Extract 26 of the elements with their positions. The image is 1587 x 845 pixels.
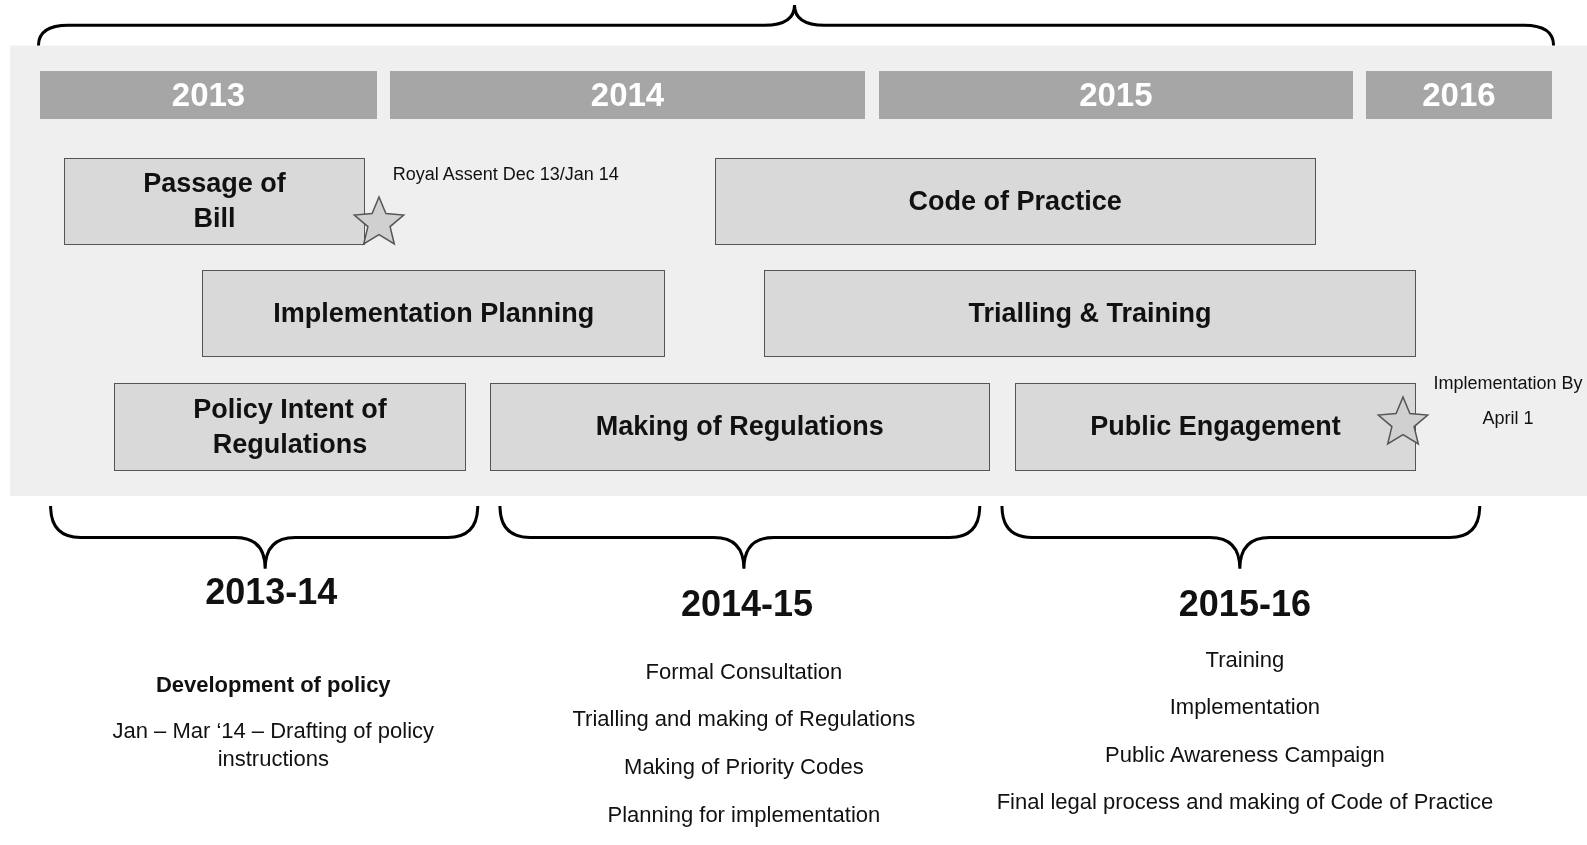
year-bar: 2016 [1366,70,1552,120]
annotation-text: Implementation By April 1 [1432,372,1584,430]
activity-text: Training [1204,645,1286,674]
task-bar: Making of Regulations [489,382,990,471]
activity-text: Development of policy [154,671,392,699]
period-heading: 2013-14 [204,569,339,614]
year-bar: 2015 [878,70,1354,120]
activity-text: Trialling and making of Regulations [571,705,917,734]
task-bar: Passage of Bill [63,157,366,245]
period-heading: 2015-16 [1177,581,1312,626]
task-bar: Public Engagement [1015,382,1416,471]
activity-text: Final legal process and making of Code of Practice [995,788,1495,817]
activity-text: Public Awareness Campaign [1104,740,1386,769]
activity-text: Jan – Mar ‘14 – Drafting of policy instructions [111,716,436,774]
activity-text: Implementation [1168,693,1322,722]
task-bar: Policy Intent of Regulations [114,382,466,471]
task-bar: Implementation Planning [202,270,665,358]
period-heading: 2014-15 [679,581,814,626]
activity-text: Making of Priority Codes [623,753,865,781]
activity-text: Formal Consultation [644,657,844,686]
activity-text: Planning for implementation [606,800,882,829]
task-bar: Code of Practice [714,157,1316,245]
annotation-text: Royal Assent Dec 13/Jan 14 [392,162,620,186]
year-bar: 2014 [389,70,866,120]
year-bar: 2013 [40,70,377,120]
task-bar: Trialling & Training [764,270,1416,358]
